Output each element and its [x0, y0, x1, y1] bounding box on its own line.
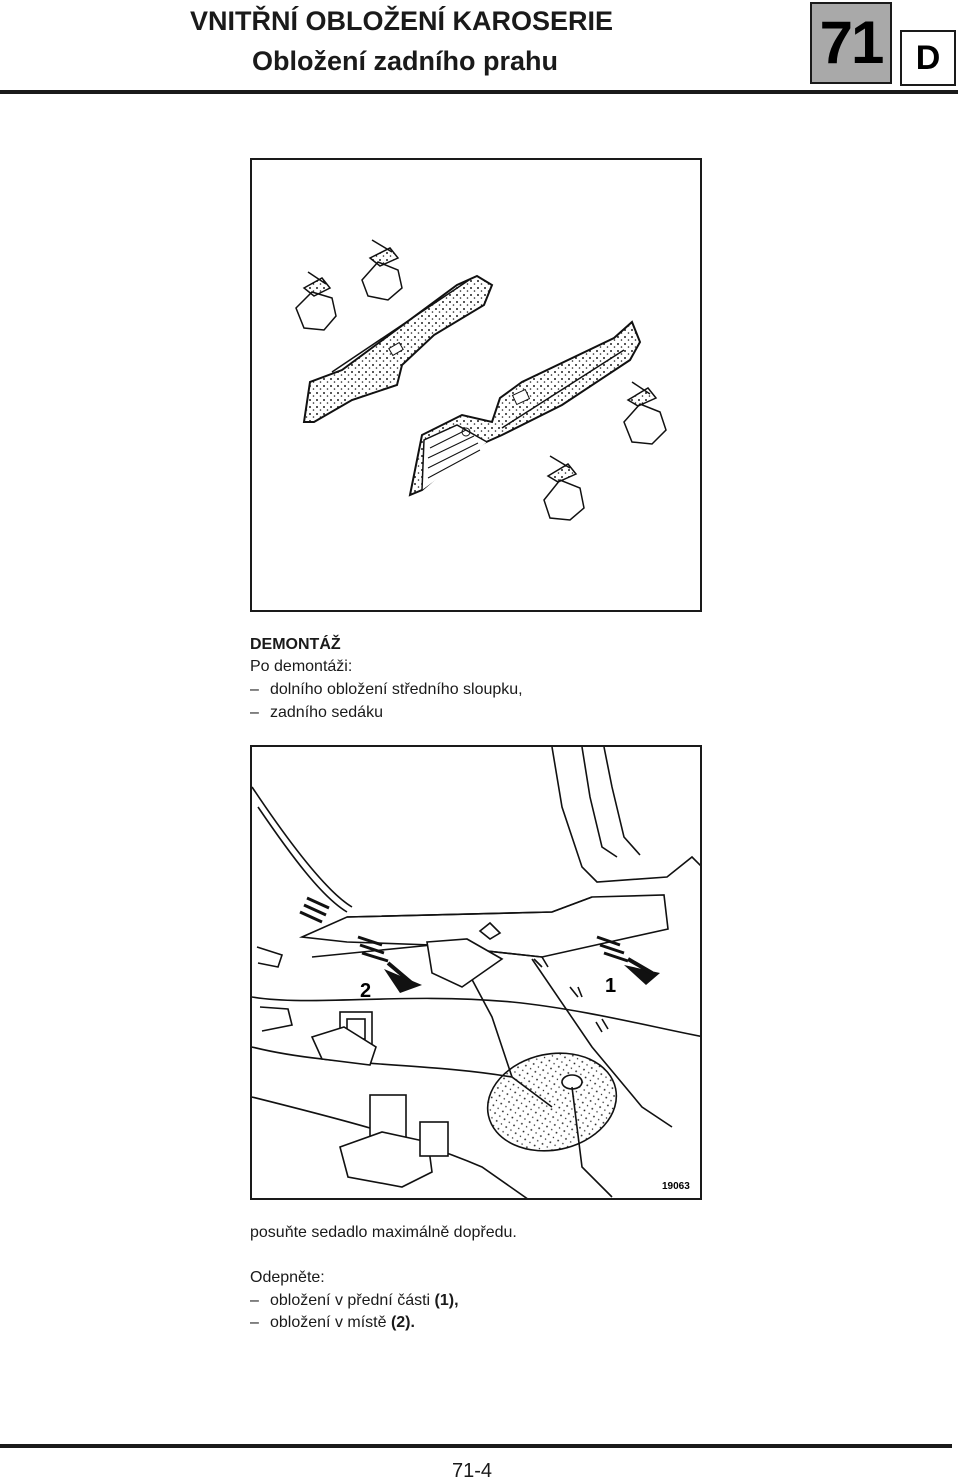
list-item: –zadního sedáku [250, 704, 383, 721]
callout-1: 1 [605, 975, 616, 997]
arrow-2 [384, 969, 422, 993]
page-number: 71-4 [452, 1460, 493, 1482]
section-intro: Po demontáži: [250, 658, 353, 675]
figure-sill-trim-parts [250, 158, 702, 612]
figure-sill-trim-in-vehicle: 2 1 19063 [250, 745, 702, 1200]
document-subtitle: Obložení zadního prahu [252, 46, 558, 76]
list-item: –obložení v místě (2). [250, 1314, 415, 1331]
footer-rule [0, 1444, 952, 1448]
callout-2: 2 [360, 980, 371, 1002]
document-title: VNITŘNÍ OBLOŽENÍ KAROSERIE [190, 6, 614, 36]
clip-fastener-3 [623, 381, 667, 445]
header-rule [0, 90, 958, 94]
instruction-intro: Odepněte: [250, 1269, 325, 1286]
figure-number: 19063 [662, 1181, 690, 1192]
section-heading: DEMONTÁŽ [250, 636, 341, 653]
section-code-box: D [900, 30, 956, 86]
clip-fastener-2 [361, 239, 403, 301]
clip-fastener-4 [543, 455, 585, 521]
clip-fastener-1 [295, 271, 337, 331]
instruction-step: posuňte sedadlo maximálně dopředu. [250, 1224, 517, 1241]
arrow-1 [624, 965, 660, 985]
sill-trim-parts-illustration [295, 239, 667, 521]
list-item: –dolního obložení středního sloupku, [250, 681, 523, 698]
list-item: –obložení v přední části (1), [250, 1292, 459, 1309]
vehicle-interior-illustration: 2 1 19063 [252, 747, 700, 1198]
chapter-number-box: 71 [810, 2, 892, 84]
